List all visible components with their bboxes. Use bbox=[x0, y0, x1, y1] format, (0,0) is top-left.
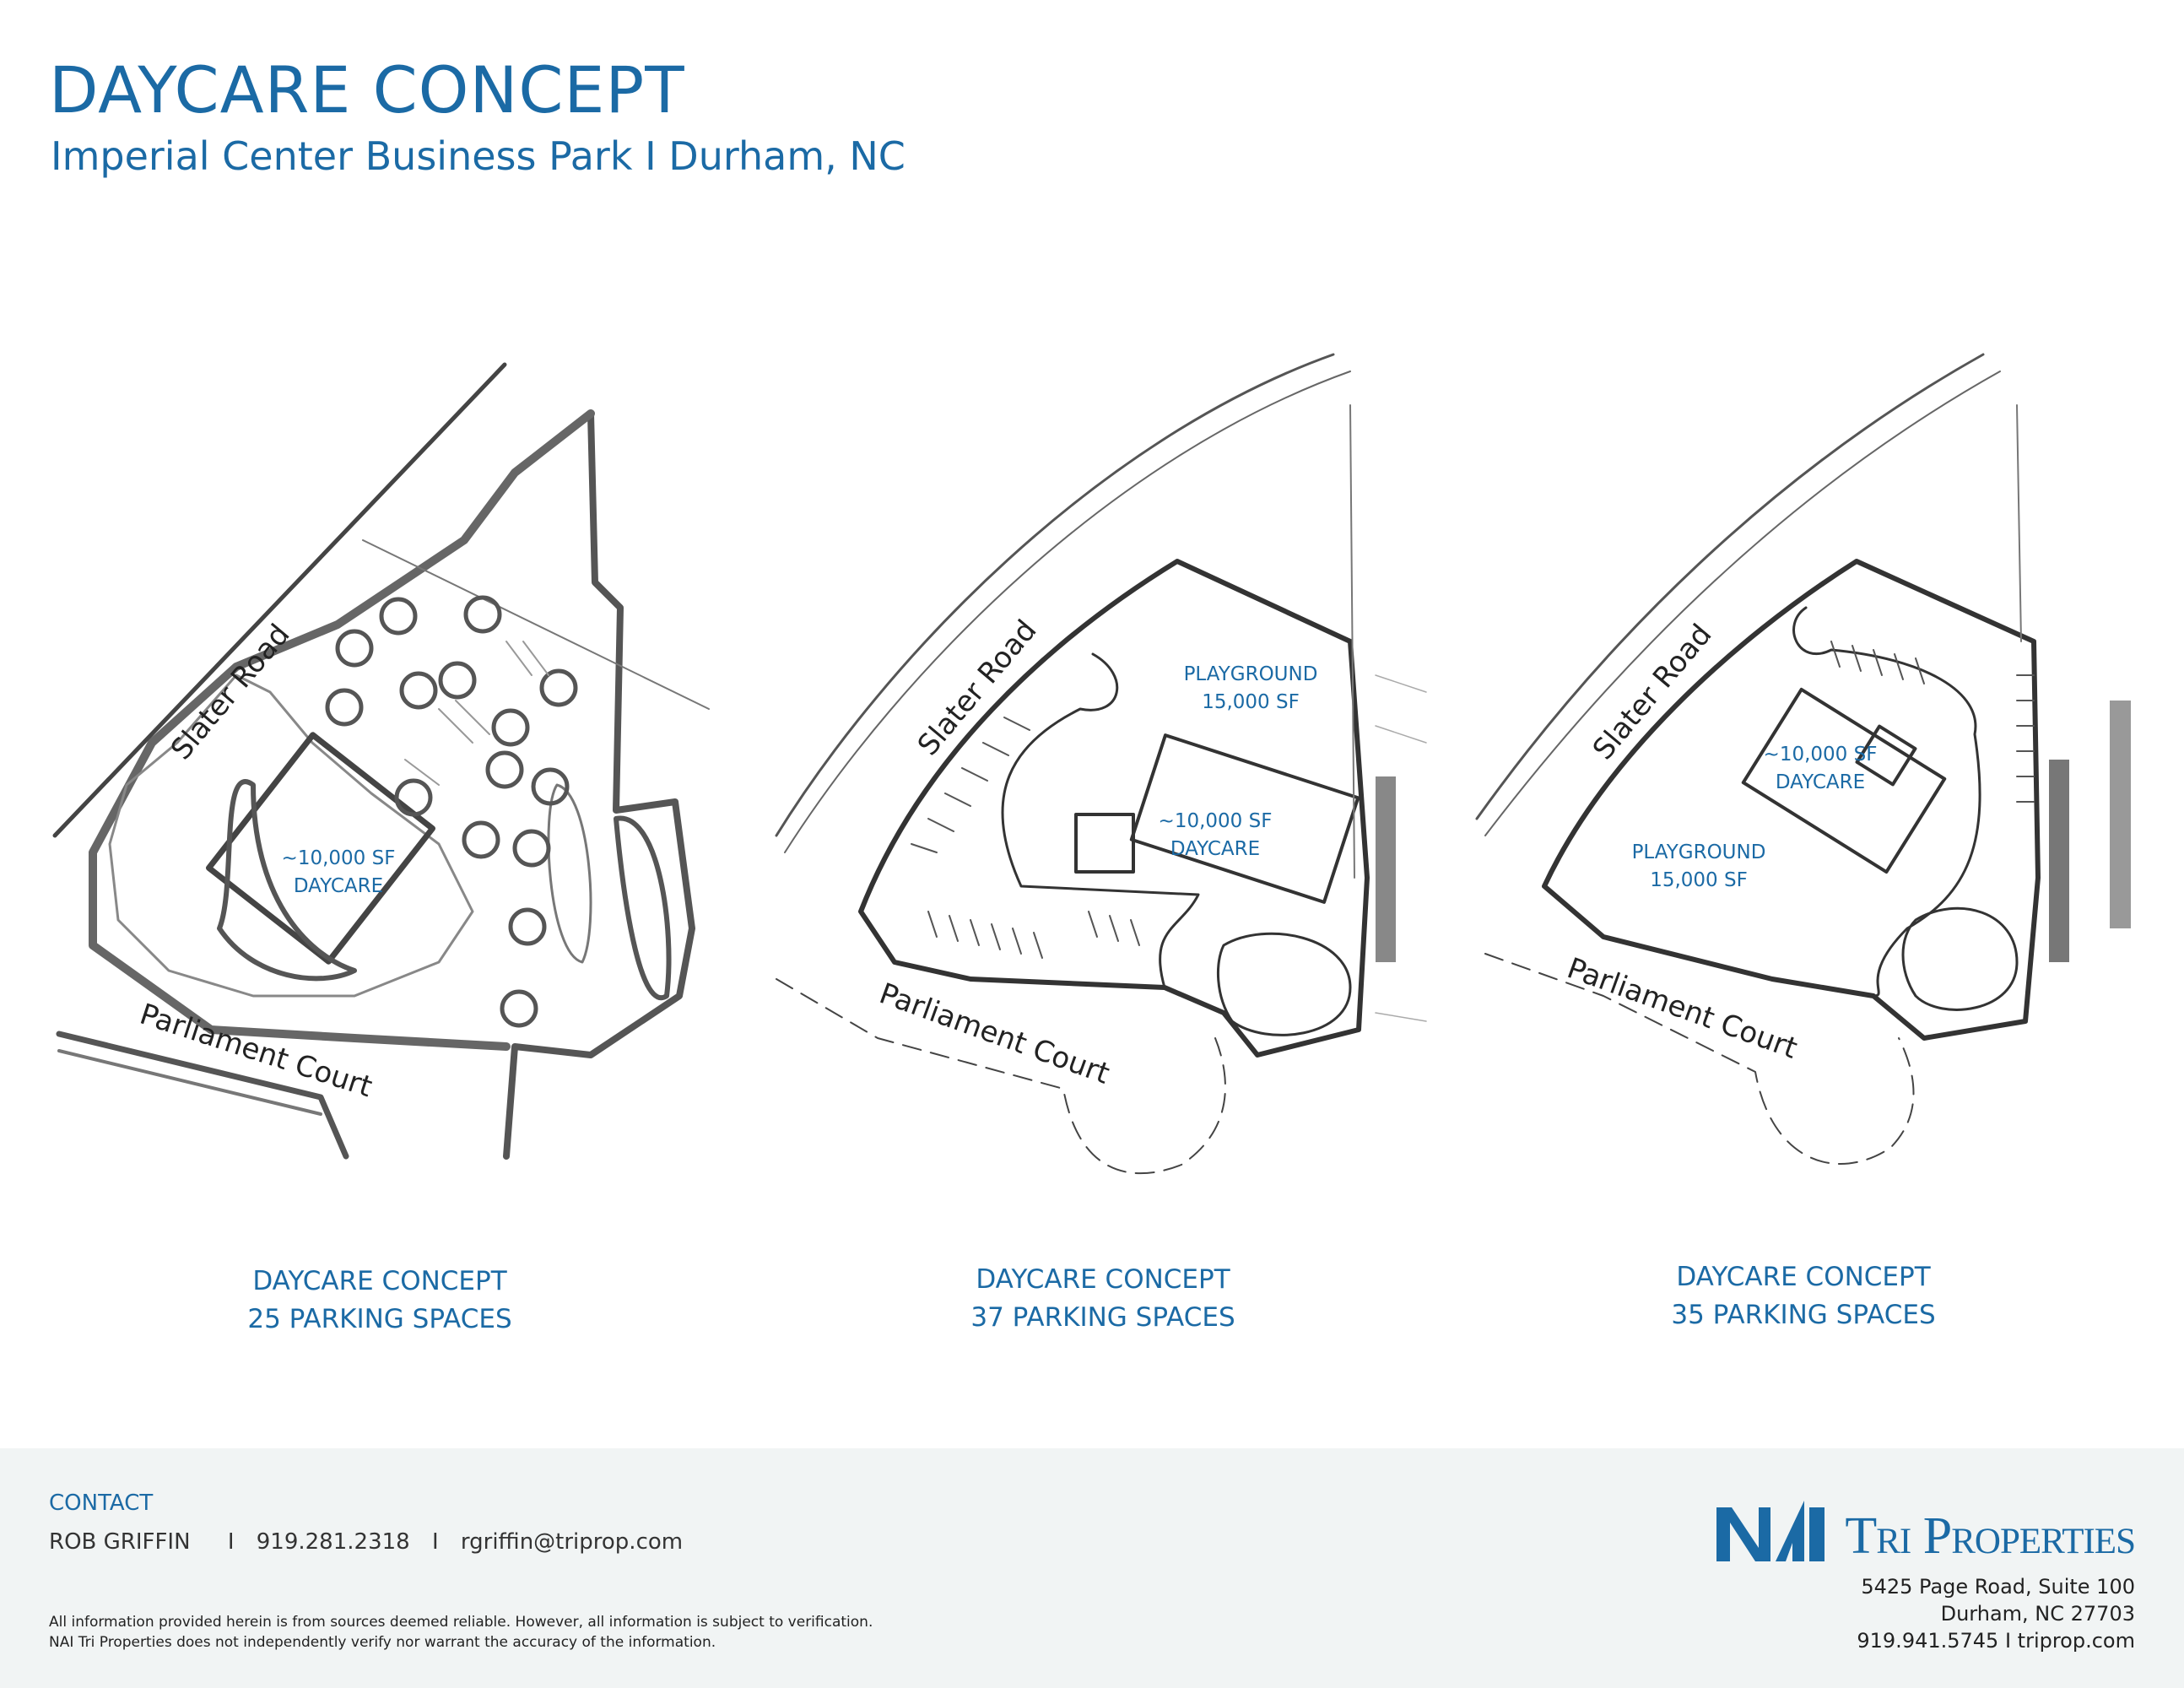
building-use: DAYCARE bbox=[293, 875, 384, 897]
playground-label-2: PLAYGROUND 15,000 SF bbox=[1184, 661, 1318, 717]
playground-area: 15,000 SF bbox=[1650, 869, 1748, 891]
contact-heading: CONTACT bbox=[49, 1491, 154, 1516]
building-area: ~10,000 SF bbox=[1158, 810, 1273, 832]
building-area: ~10,000 SF bbox=[281, 847, 396, 869]
company-address: 5425 Page Road, Suite 100 Durham, NC 277… bbox=[1857, 1573, 2135, 1654]
building-label-1: ~10,000 SF DAYCARE bbox=[282, 845, 396, 901]
tree-symbols bbox=[325, 595, 578, 1028]
address-line: 5425 Page Road, Suite 100 bbox=[1861, 1575, 2135, 1599]
building-use: DAYCARE bbox=[1775, 771, 1866, 793]
concept-caption-2: DAYCARE CONCEPT 37 PARKING SPACES bbox=[970, 1261, 1235, 1337]
address-contact[interactable]: 919.941.5745 I triprop.com bbox=[1857, 1629, 2135, 1653]
site-plan-2 bbox=[775, 353, 1427, 1175]
playground-name: PLAYGROUND bbox=[1631, 841, 1766, 863]
contact-line: ROB GRIFFIN I 919.281.2318 I rgriffin@tr… bbox=[49, 1529, 698, 1555]
concept-caption-3: DAYCARE CONCEPT 35 PARKING SPACES bbox=[1671, 1258, 1935, 1334]
separator: I bbox=[227, 1529, 235, 1555]
disclaimer-line: NAI Tri Properties does not independentl… bbox=[49, 1634, 716, 1651]
footer bbox=[0, 1448, 2184, 1688]
nai-tri-properties-logo: Tri Properties bbox=[1716, 1501, 2136, 1565]
building-area: ~10,000 SF bbox=[1763, 744, 1878, 766]
caption-parking: 25 PARKING SPACES bbox=[247, 1304, 512, 1334]
contact-email[interactable]: rgriffin@triprop.com bbox=[460, 1529, 684, 1555]
site-plan-3 bbox=[1475, 353, 2131, 1165]
page-subtitle: Imperial Center Business Park I Durham, … bbox=[51, 133, 905, 179]
nai-logo-mark bbox=[1716, 1501, 1825, 1561]
playground-label-3: PLAYGROUND 15,000 SF bbox=[1632, 839, 1766, 895]
caption-title: DAYCARE CONCEPT bbox=[1676, 1262, 1931, 1292]
building-label-3: ~10,000 SF DAYCARE bbox=[1764, 741, 1878, 797]
caption-title: DAYCARE CONCEPT bbox=[976, 1264, 1230, 1295]
caption-title: DAYCARE CONCEPT bbox=[252, 1266, 507, 1296]
concept-caption-1: DAYCARE CONCEPT 25 PARKING SPACES bbox=[247, 1263, 511, 1339]
logo-wordmark: Tri Properties bbox=[1845, 1507, 2136, 1565]
separator: I bbox=[431, 1529, 439, 1555]
contact-phone[interactable]: 919.281.2318 bbox=[256, 1529, 410, 1555]
page-title: DAYCARE CONCEPT bbox=[49, 52, 685, 127]
building-label-2: ~10,000 SF DAYCARE bbox=[1159, 808, 1273, 863]
contact-name: ROB GRIFFIN bbox=[49, 1529, 191, 1555]
disclaimer-line: All information provided herein is from … bbox=[49, 1614, 873, 1631]
disclaimer: All information provided herein is from … bbox=[49, 1612, 873, 1653]
parking-stripes-3 bbox=[1830, 641, 2035, 803]
caption-parking: 35 PARKING SPACES bbox=[1671, 1300, 1936, 1330]
playground-name: PLAYGROUND bbox=[1183, 663, 1318, 685]
caption-parking: 37 PARKING SPACES bbox=[970, 1302, 1235, 1333]
parking-stripes-2 bbox=[911, 717, 1140, 959]
building-use: DAYCARE bbox=[1170, 838, 1261, 860]
site-plan-sketch-1 bbox=[52, 362, 710, 1160]
playground-area: 15,000 SF bbox=[1202, 691, 1300, 713]
address-line: Durham, NC 27703 bbox=[1940, 1602, 2135, 1626]
